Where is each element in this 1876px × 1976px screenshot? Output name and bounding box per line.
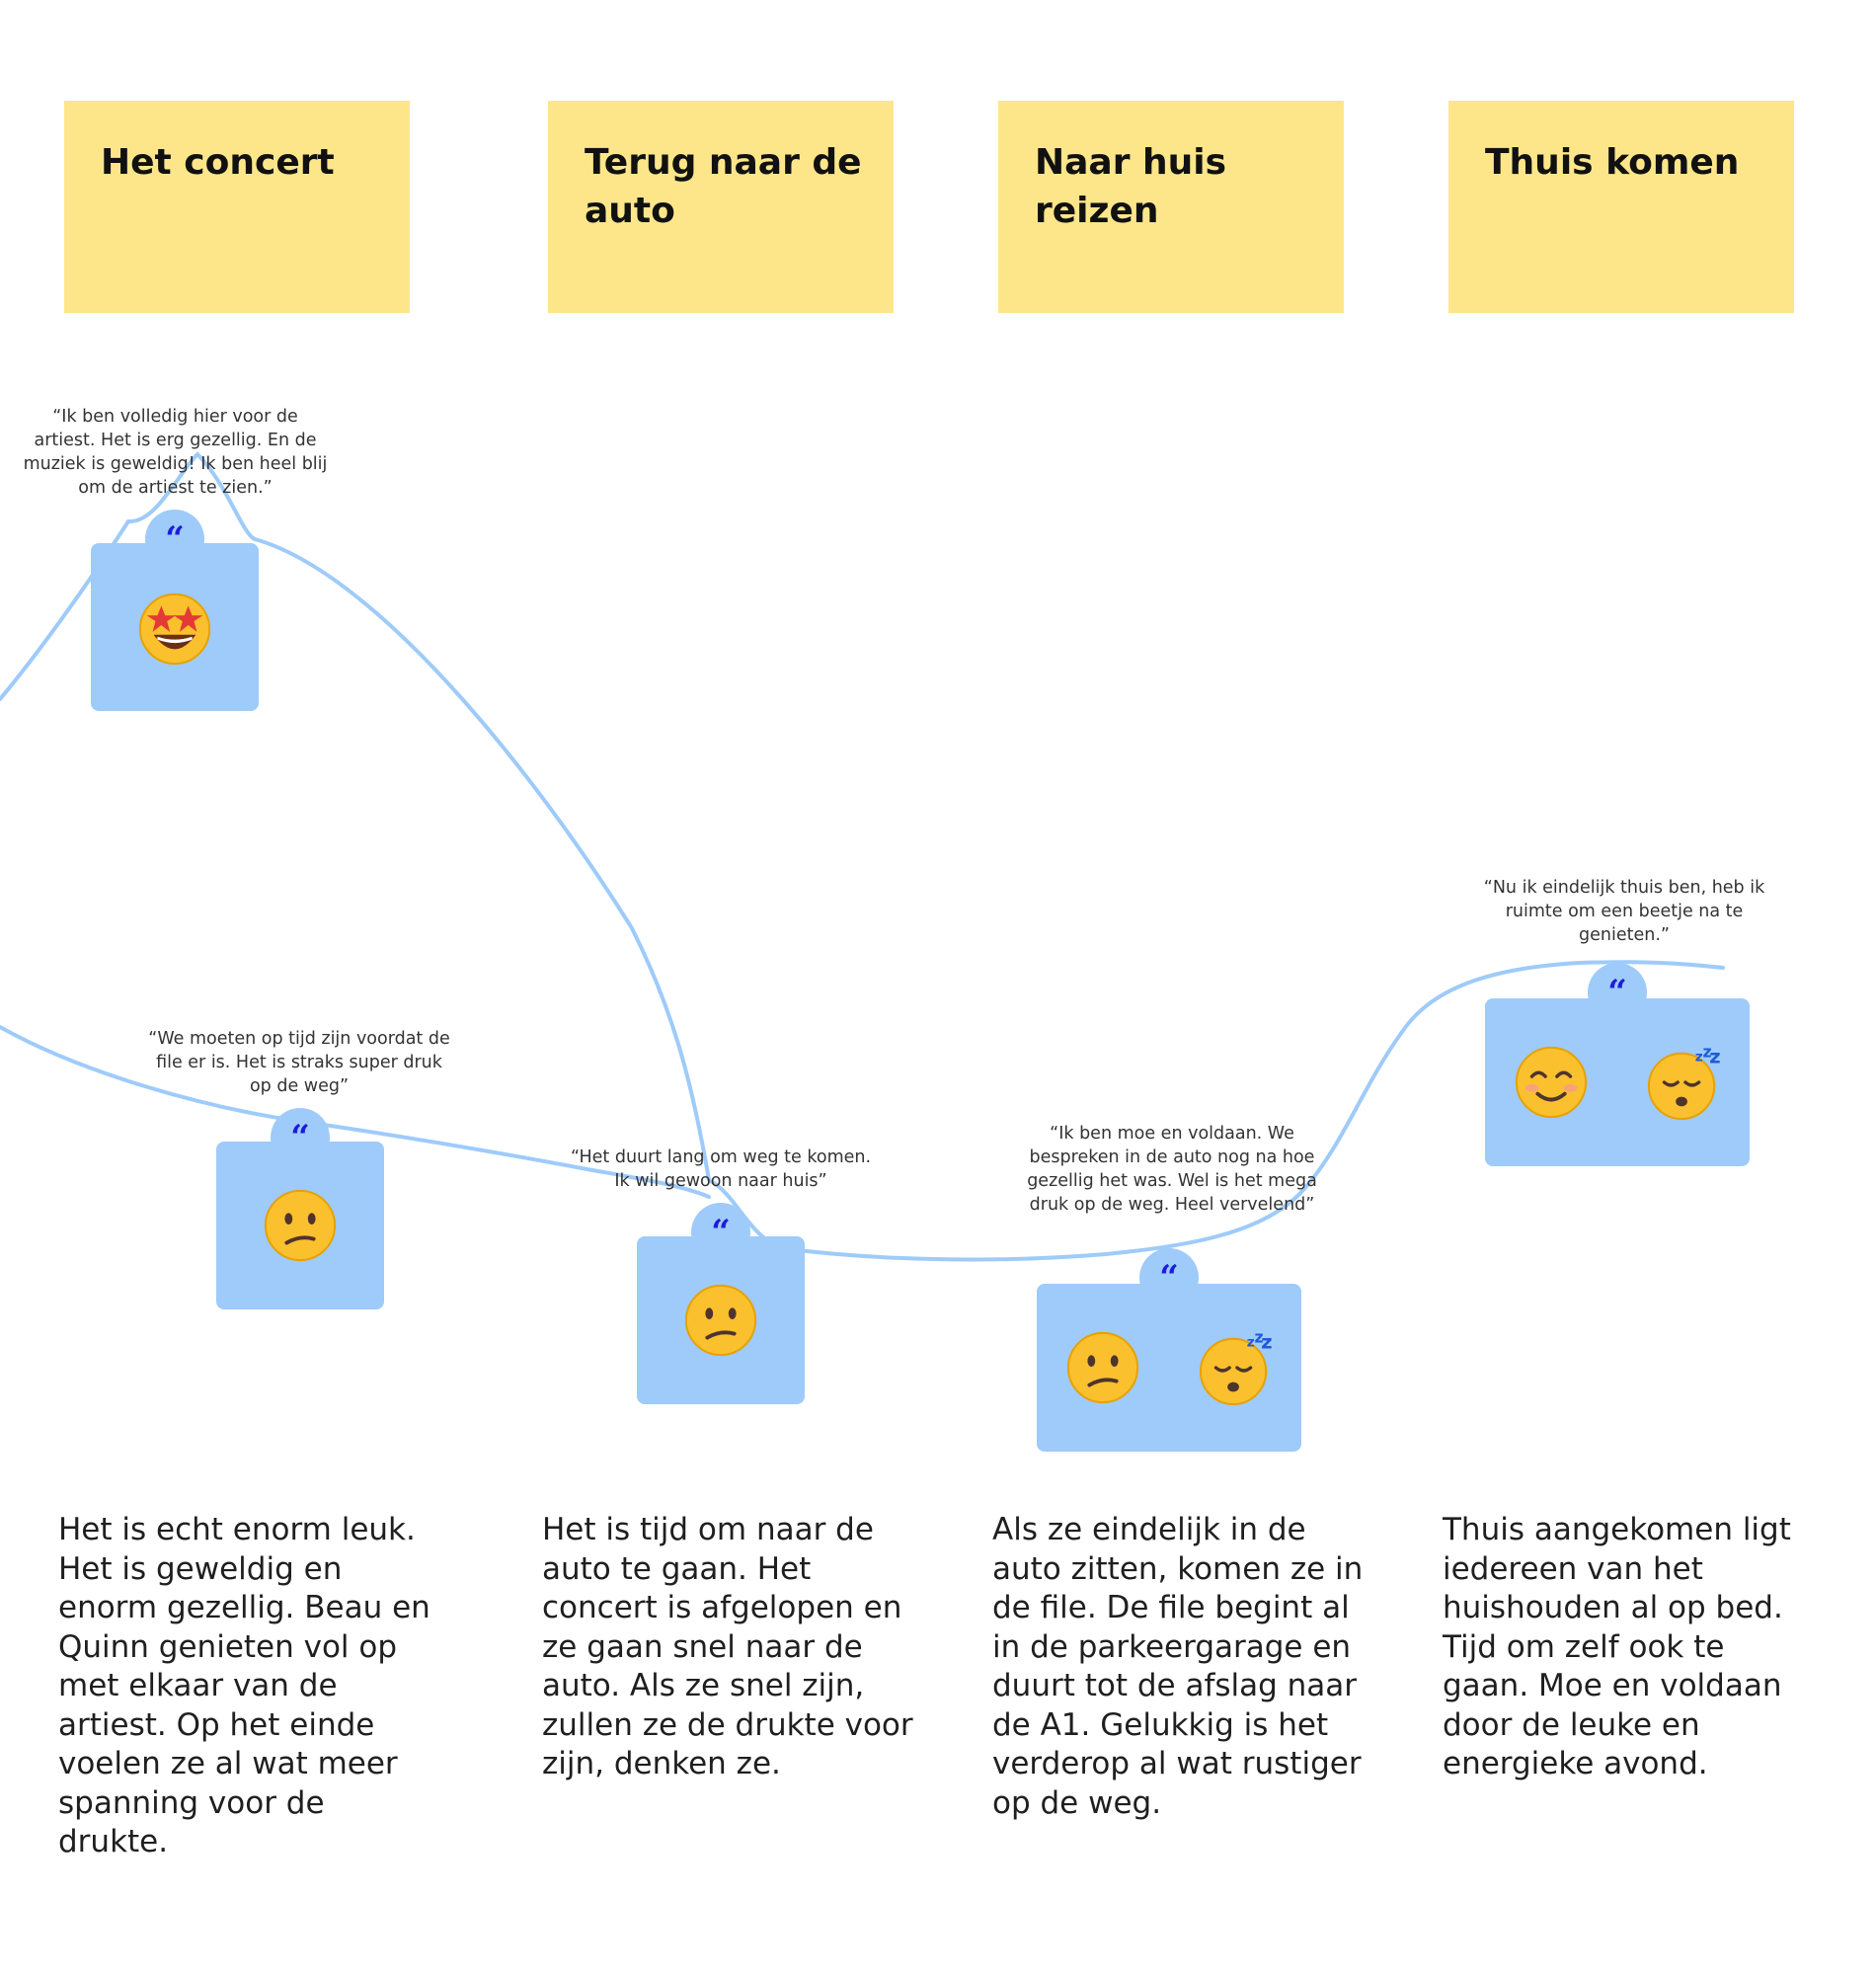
- svg-text:z: z: [1709, 1046, 1720, 1068]
- sleeping-emoji-icon: z z z: [1645, 1044, 1722, 1121]
- svg-text:z: z: [1261, 1331, 1272, 1354]
- stage-description-2: Het is tijd om naar de auto te gaan. Het…: [542, 1512, 913, 1781]
- moment-quote-3: “Het duurt lang om weg te komen. Ik wil …: [570, 1147, 872, 1191]
- moment-card-4: “ z z z: [1037, 1248, 1301, 1452]
- svg-text:z: z: [1247, 1335, 1255, 1351]
- star-struck-emoji-icon: [136, 589, 213, 666]
- smiling-emoji-icon: [1513, 1044, 1590, 1121]
- stage-note-4: Thuis komen: [1448, 101, 1794, 313]
- moment-quote-5: “Nu ik eindelijk thuis ben, heb ik ruimt…: [1483, 878, 1765, 945]
- stage-description-4: Thuis aangekomen ligt iedereen van het h…: [1443, 1512, 1791, 1781]
- moment-card-5: “ z z: [1485, 963, 1750, 1166]
- confused-emoji-icon: [1064, 1329, 1141, 1406]
- stage-note-1: Het concert: [64, 101, 410, 313]
- sleeping-emoji-icon: z z z: [1197, 1329, 1274, 1406]
- stage-title: Terug naar de auto: [585, 142, 862, 231]
- stage-description-3: Als ze eindelijk in de auto zitten, kome…: [992, 1512, 1364, 1821]
- stage-note-3: Naar huis reizen: [998, 101, 1344, 313]
- moment-quote-2: “We moeten op tijd zijn voordat de file …: [148, 1029, 450, 1096]
- svg-text:z: z: [1695, 1050, 1703, 1066]
- moment-quote-4: “Ik ben moe en voldaan. We bespreken in …: [1027, 1124, 1317, 1215]
- stage-title: Het concert: [101, 142, 335, 183]
- svg-text:z: z: [1703, 1044, 1712, 1062]
- svg-text:z: z: [1255, 1329, 1264, 1347]
- stage-title: Naar huis reizen: [1035, 142, 1227, 231]
- emotion-curve-lower: [0, 1025, 711, 1199]
- moment-card-3: “: [637, 1203, 805, 1404]
- moment-quote-1: “Ik ben volledig hier voor de artiest. H…: [23, 407, 328, 498]
- moment-card-1: “: [91, 510, 259, 711]
- confused-emoji-icon: [262, 1187, 339, 1264]
- moment-card-2: “: [216, 1108, 384, 1309]
- stage-note-2: Terug naar de auto: [548, 101, 894, 313]
- stage-description-1: Het is echt enorm leuk. Het is geweldig …: [58, 1512, 430, 1859]
- stage-title: Thuis komen: [1485, 142, 1740, 183]
- confused-emoji-icon: [682, 1282, 759, 1359]
